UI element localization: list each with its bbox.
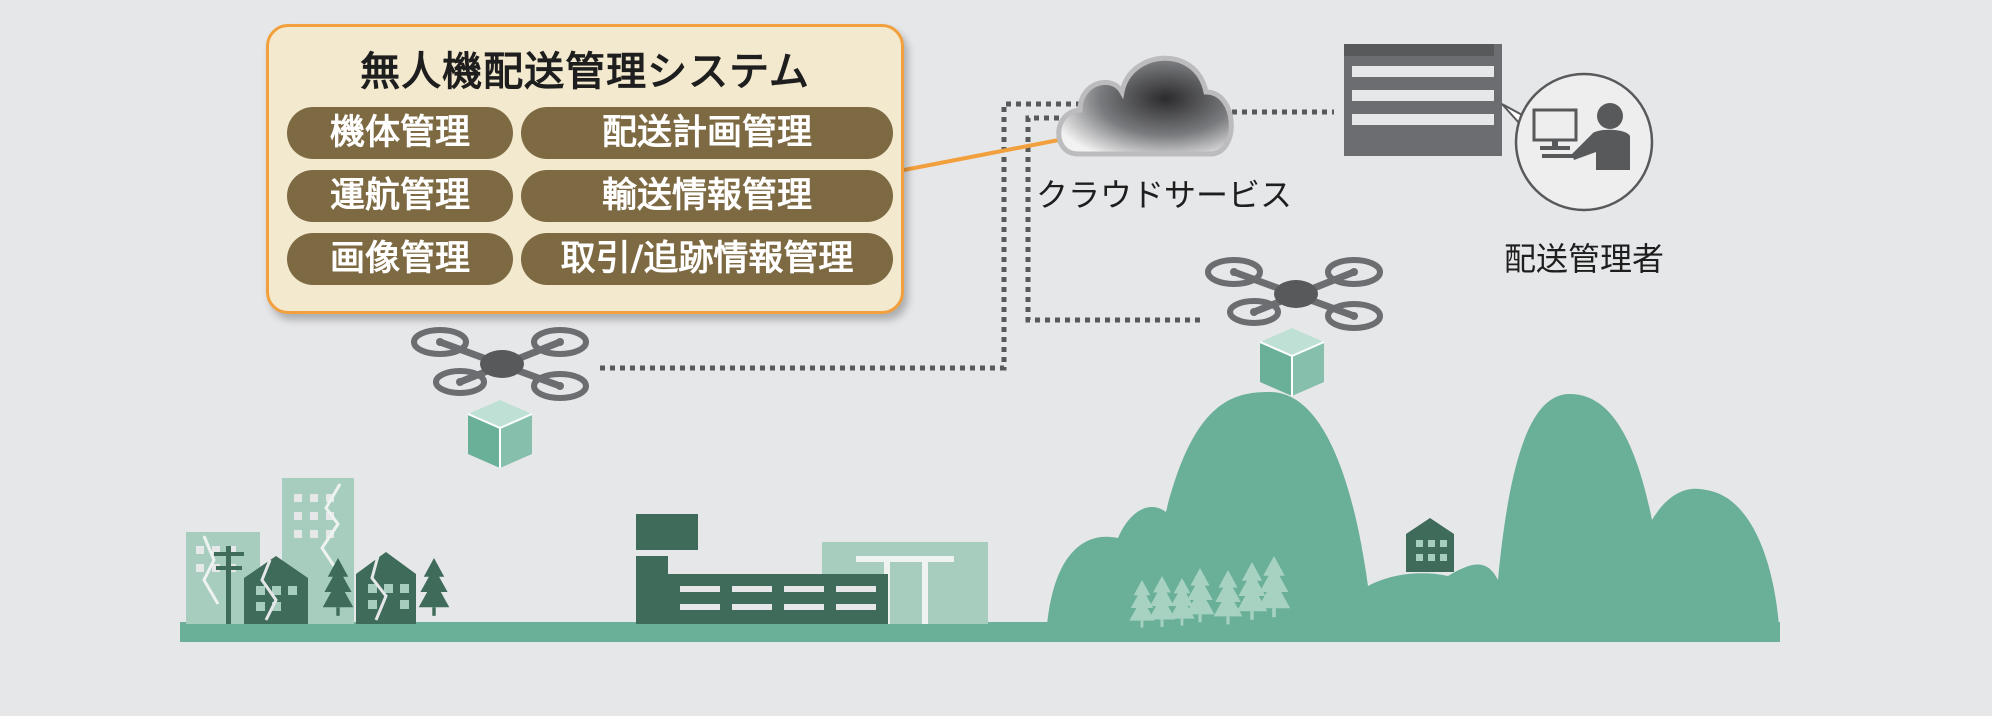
drone1-link xyxy=(600,101,1098,371)
landscape xyxy=(180,392,1780,642)
management-system-panel: 無人機配送管理システム 機体管理 配送計画管理 運航管理 輸送情報管理 画像管理… xyxy=(266,24,904,314)
drone2-link xyxy=(1025,115,1200,323)
package-box-icon xyxy=(467,399,533,469)
server-icon xyxy=(1344,44,1502,156)
module-flight-operations: 運航管理 xyxy=(287,170,513,222)
quadcopter-drone-icon xyxy=(414,330,586,398)
delivery-admin-label: 配送管理者 xyxy=(1504,240,1665,278)
facility-buildings xyxy=(636,514,988,624)
module-image-management: 画像管理 xyxy=(287,233,513,285)
hill-house xyxy=(1406,518,1454,572)
network-link-lines xyxy=(600,101,1334,371)
package-box-icon xyxy=(1259,327,1325,397)
damaged-town xyxy=(186,478,450,624)
module-transport-information: 輸送情報管理 xyxy=(521,170,893,222)
module-delivery-planning: 配送計画管理 xyxy=(521,107,893,159)
person-at-computer-icon xyxy=(1501,72,1654,212)
quadcopter-drone-icon xyxy=(1208,260,1380,328)
ground-strip xyxy=(180,622,1780,642)
cloud-service-label: クラウドサービス xyxy=(1036,176,1293,214)
module-aircraft-management: 機体管理 xyxy=(287,107,513,159)
cloud-icon xyxy=(1056,55,1234,157)
panel-title: 無人機配送管理システム xyxy=(360,49,810,95)
module-transaction-tracking: 取引/追跡情報管理 xyxy=(521,233,893,285)
